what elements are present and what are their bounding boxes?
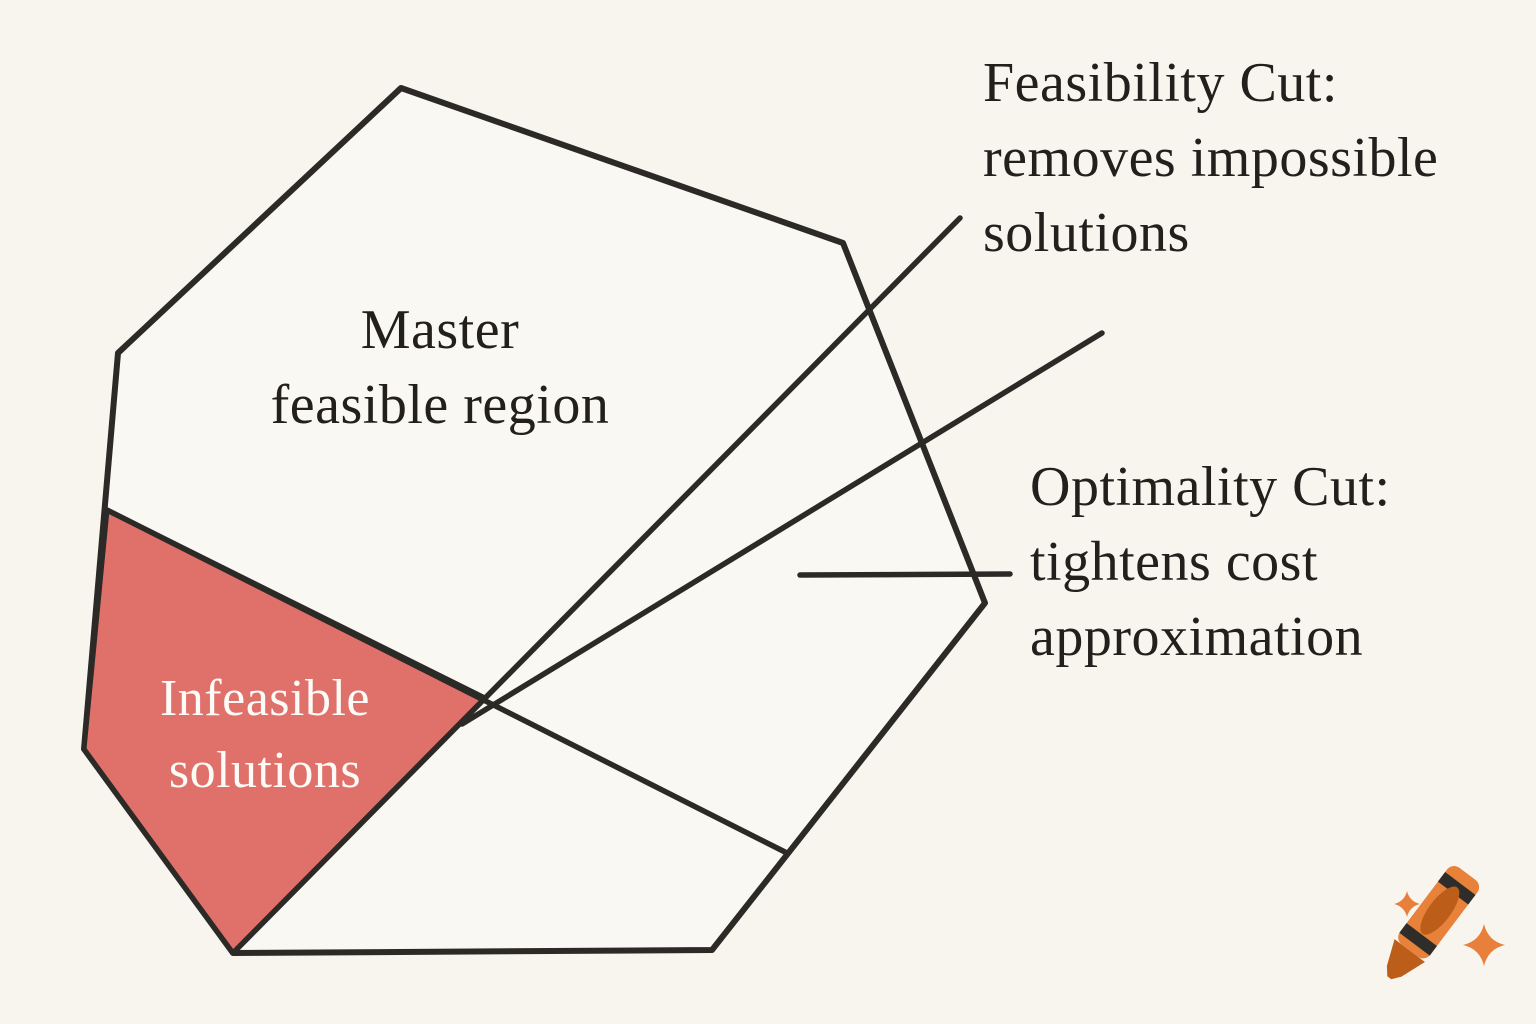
crayon-stripe: [1399, 923, 1437, 956]
optimality-cut-line: [459, 330, 1105, 727]
feasibility-cut-line: [230, 215, 963, 956]
optimality-cut-label: Optimality Cut: tightens cost approximat…: [1030, 456, 1391, 668]
optimality-pointer-line: [797, 571, 1013, 578]
infeasible-region-label: Infeasible solutions: [159, 670, 370, 799]
sparkle-icon: [1394, 891, 1420, 917]
master-region-label: Master feasible region: [270, 299, 610, 436]
feasibility-cut-label: Feasibility Cut: removes impossible solu…: [983, 52, 1439, 264]
crayon-icon: [1386, 866, 1480, 980]
infeasible-boundary-line: [104, 507, 788, 855]
sparkle-icon: [1463, 924, 1505, 966]
crayon-label-oval: [1420, 886, 1460, 935]
crayon-tip: [1386, 939, 1425, 980]
